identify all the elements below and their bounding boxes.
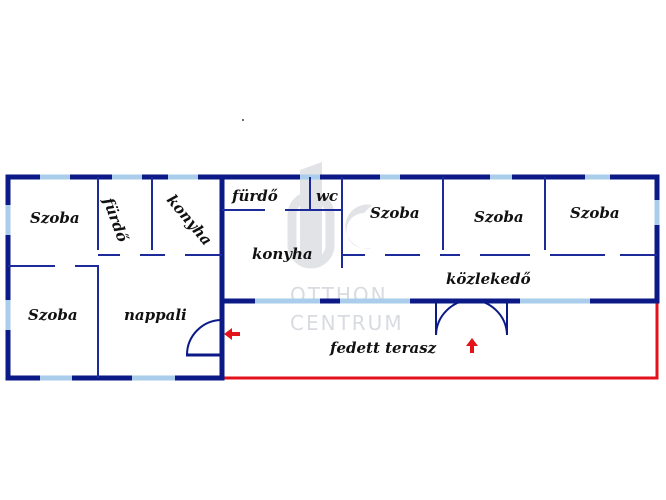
terrace-outline — [222, 302, 659, 380]
label-szoba-1: Szoba — [30, 209, 80, 227]
label-konyha-1: konyha — [163, 191, 216, 249]
inner-walls — [8, 177, 657, 378]
entrance-door-left — [186, 319, 223, 357]
label-szoba-4: Szoba — [474, 208, 524, 226]
stray-dot — [242, 119, 244, 121]
watermark-line2: CENTRUM — [290, 311, 404, 335]
label-kozlekedo: közlekedő — [446, 270, 531, 288]
label-furdo-1: fürdő — [99, 194, 132, 244]
label-fedett-terasz: fedett terasz — [329, 339, 437, 357]
label-wc: wc — [316, 187, 338, 205]
label-szoba-5: Szoba — [570, 204, 620, 222]
windows — [5, 174, 660, 381]
label-nappali: nappali — [124, 306, 187, 324]
label-szoba-3: Szoba — [370, 204, 420, 222]
label-szoba-2: Szoba — [28, 306, 78, 324]
entrance-door-terrace — [435, 299, 508, 336]
label-furdo-2: fürdő — [231, 187, 278, 205]
label-konyha-2: konyha — [252, 245, 313, 263]
red-arrow-icon — [466, 338, 478, 353]
red-arrow-icon — [224, 328, 240, 340]
watermark-o-shape — [300, 162, 322, 262]
watermark-c-shape — [345, 204, 372, 249]
